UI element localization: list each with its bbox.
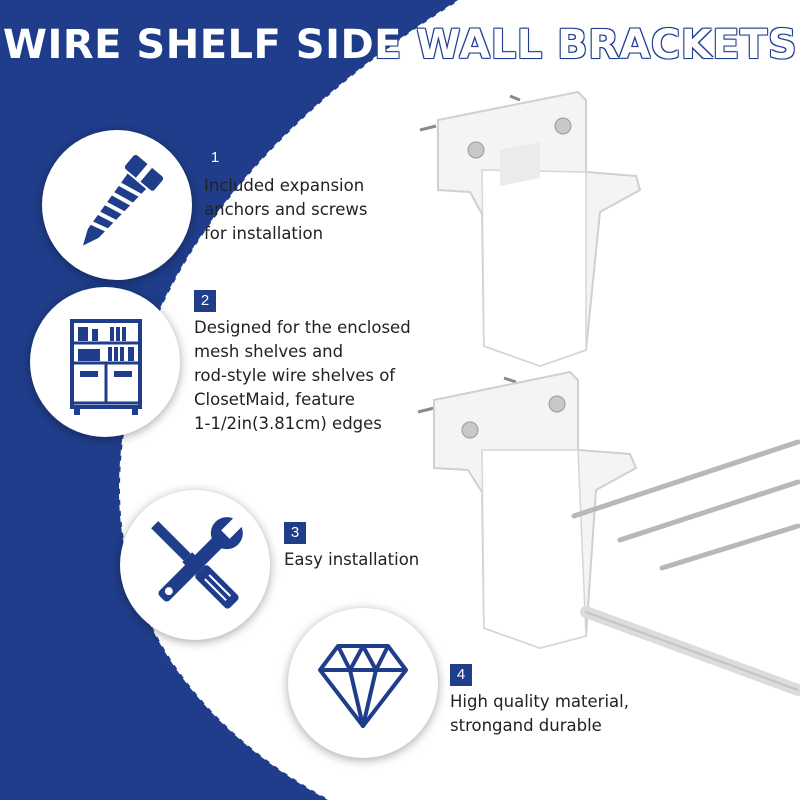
feature-1-line-3: for installation <box>204 224 324 243</box>
feature-2-line-2: mesh shelves and <box>194 342 344 361</box>
feature-1-text: Included expansion anchors and screws fo… <box>204 174 367 246</box>
feature-4-text: High quality material, strongand durable <box>450 690 629 738</box>
diamond-icon <box>318 644 408 728</box>
feature-2-text: Designed for the enclosed mesh shelves a… <box>194 316 411 436</box>
page-title: WIRE SHELF SIDE WALL BRACKETS <box>2 22 798 68</box>
feature-4-line-2: strongand durable <box>450 716 602 735</box>
feature-4-icon-circle <box>288 608 438 758</box>
feature-4-number-badge: 4 <box>450 664 472 686</box>
screw-icon <box>82 154 164 246</box>
bracket-bottom <box>417 370 638 650</box>
feature-3-text: Easy installation <box>284 548 419 572</box>
feature-1-line-2: anchors and screws <box>204 200 368 219</box>
tools-icon <box>151 517 243 609</box>
feature-2-line-5: 1-1/2in(3.81cm) edges <box>194 414 382 433</box>
bracket-product-illustration <box>417 90 800 696</box>
bookshelf-icon <box>70 319 142 415</box>
wire-shelf-rods <box>571 439 800 696</box>
feature-1-icon-circle <box>42 130 192 280</box>
feature-2-line-4: ClosetMaid, feature <box>194 390 355 409</box>
feature-2-number-badge: 2 <box>194 290 216 312</box>
feature-2-line-3: rod-style wire shelves of <box>194 366 396 385</box>
feature-3-number-badge: 3 <box>284 522 306 544</box>
feature-3-line-1: Easy installation <box>284 550 420 569</box>
feature-3-icon-circle <box>120 490 270 640</box>
feature-2-icon-circle <box>30 287 180 437</box>
feature-1-number-badge: 1 <box>204 147 226 169</box>
feature-1-line-1: Included expansion <box>204 176 365 195</box>
feature-2-line-1: Designed for the enclosed <box>194 318 411 337</box>
feature-4-line-1: High quality material, <box>450 692 629 711</box>
bracket-top <box>419 90 642 368</box>
